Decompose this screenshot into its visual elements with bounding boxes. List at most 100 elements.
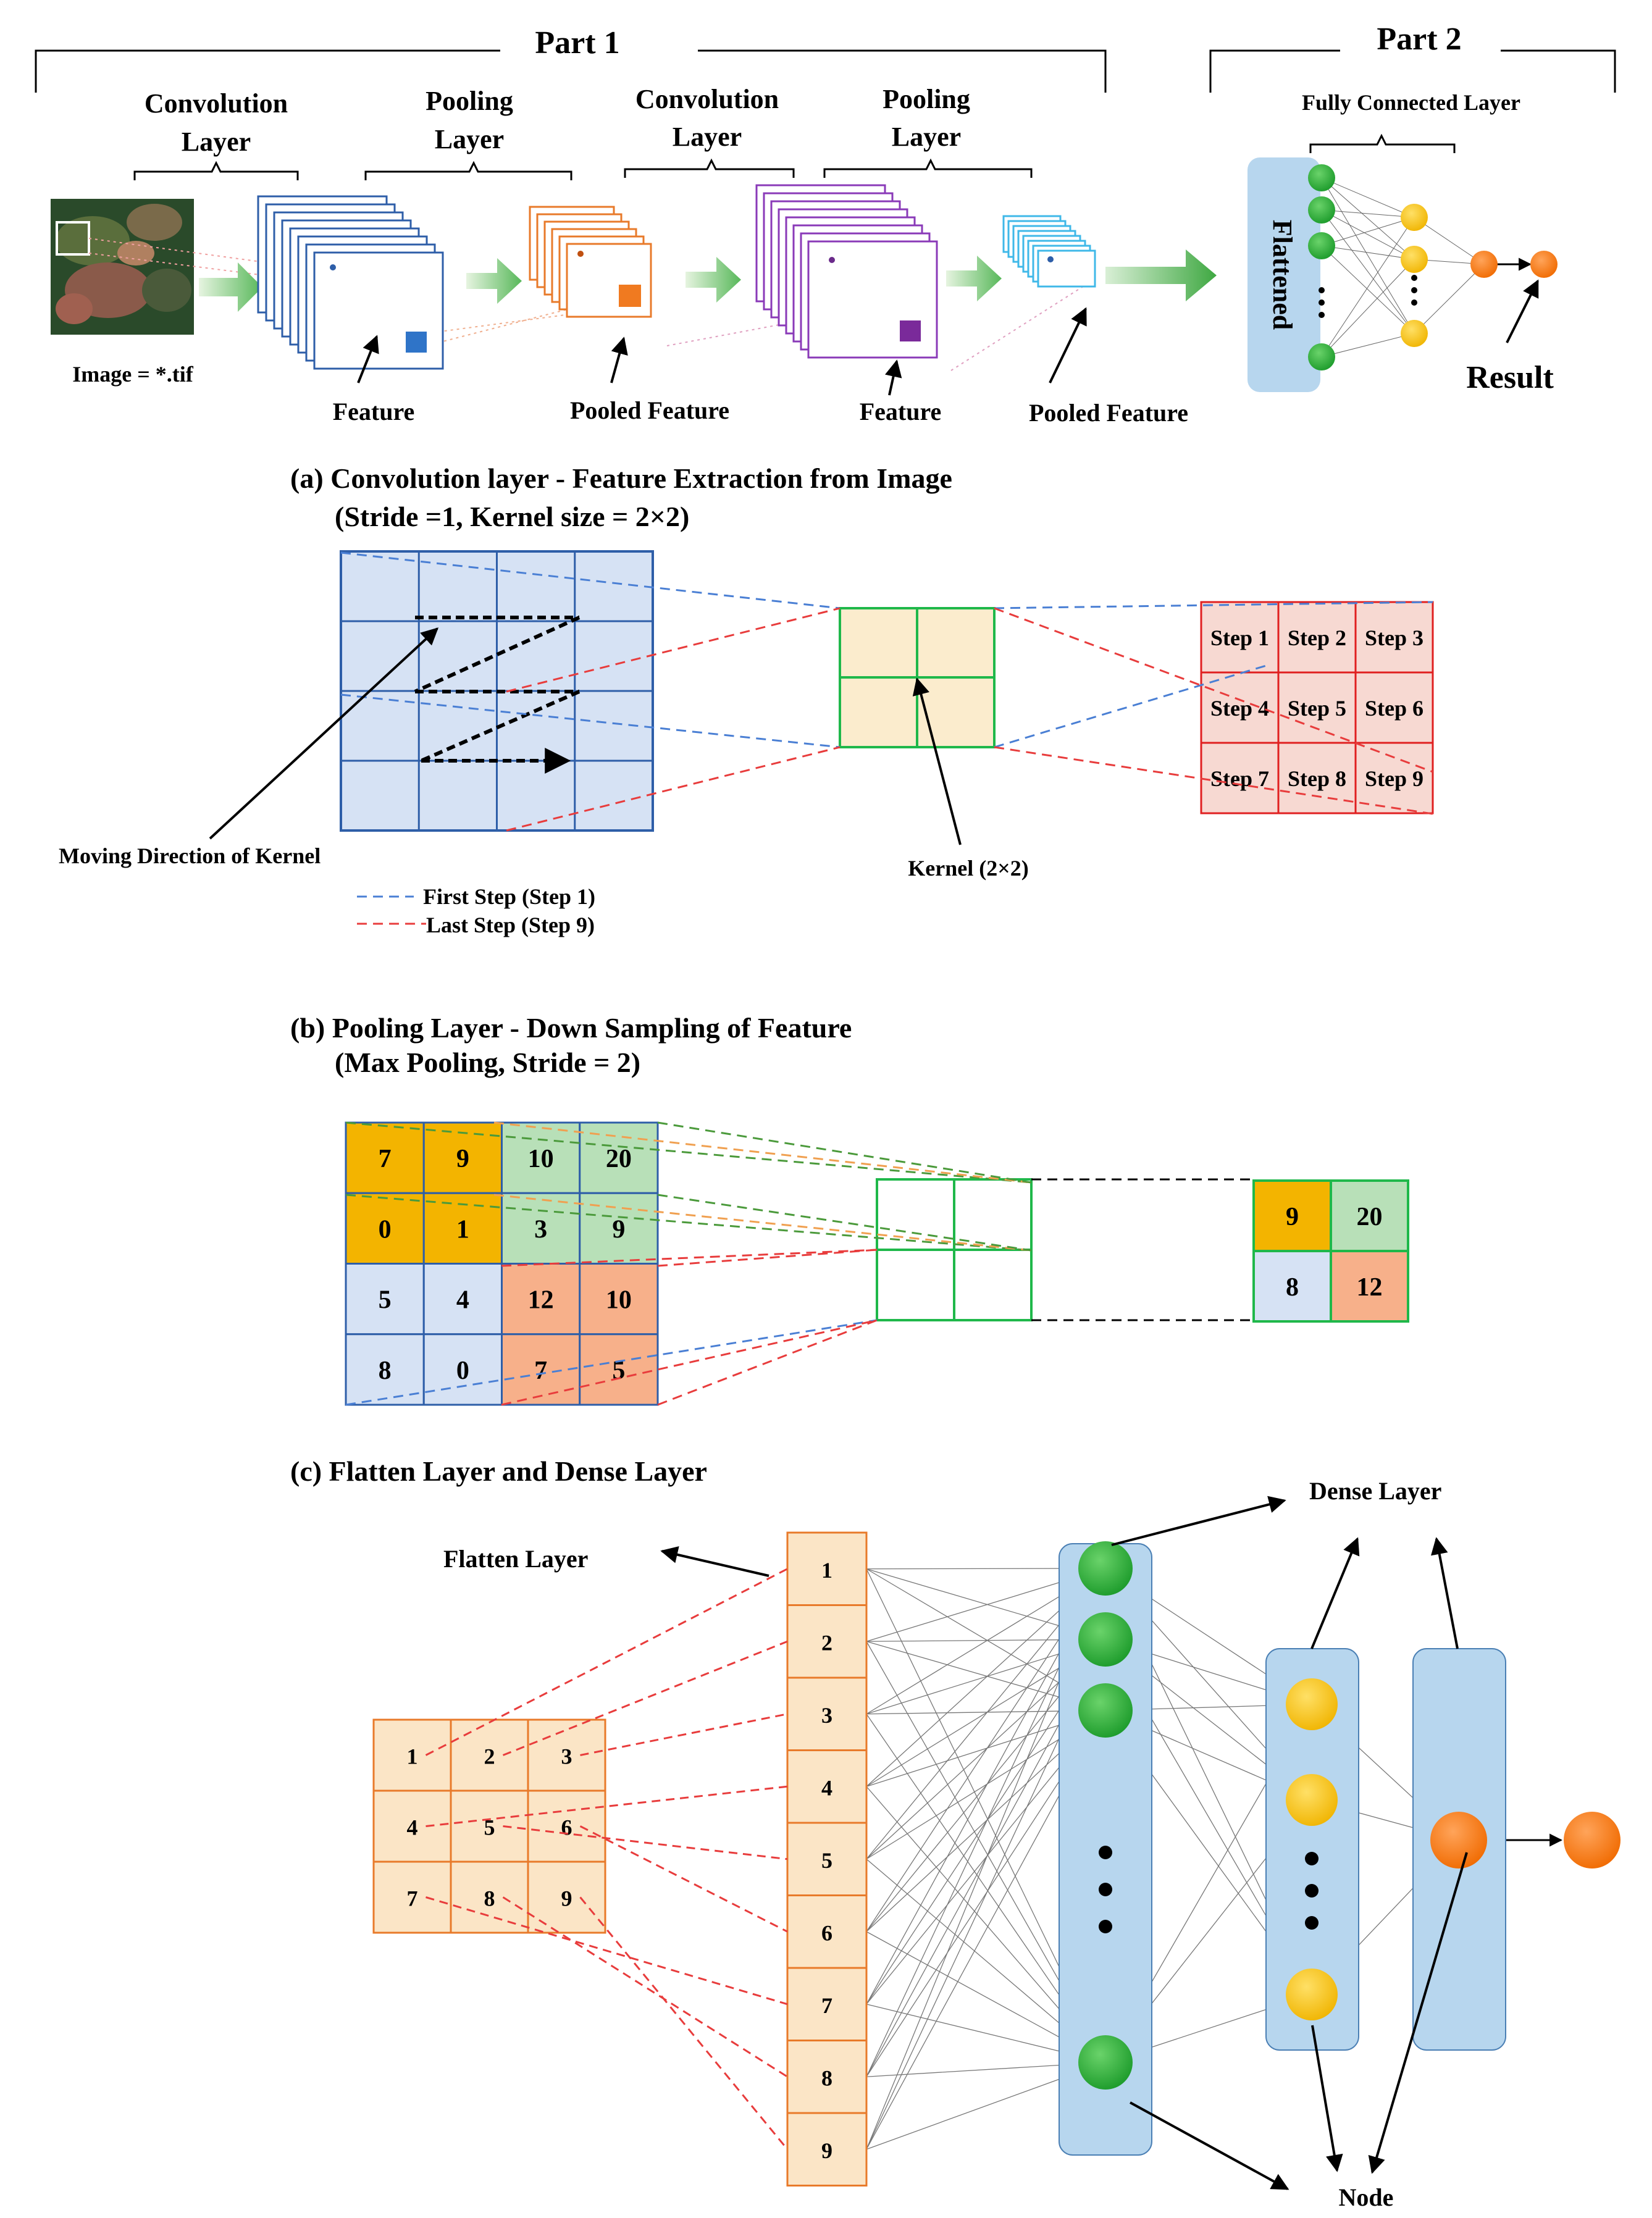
legend-last-step-label: Last Step (Step 9)	[426, 913, 595, 937]
part1-title: Part 1	[535, 25, 619, 61]
stack-output-square	[619, 285, 641, 307]
fc-ellipsis-dot	[1411, 287, 1417, 293]
fc-connection	[1321, 177, 1415, 334]
fc-connection	[1321, 177, 1415, 260]
step-cell-label: Step 7	[1210, 766, 1269, 791]
fc-connection	[1321, 245, 1415, 334]
part1-bracket	[35, 49, 1107, 93]
fc-connection	[1321, 217, 1415, 246]
ellipsis-dot	[1099, 1920, 1112, 1933]
pool-input-value: 8	[379, 1357, 392, 1385]
output-label-pooled-1: Pooled Feature	[570, 396, 729, 424]
result-pointer-arrow	[1506, 279, 1539, 343]
flatten-column-value: 8	[821, 2065, 832, 2090]
pool-window	[876, 1178, 1033, 1321]
fc-hidden-node	[1401, 204, 1428, 231]
flatten-grid-value: 2	[484, 1744, 495, 1769]
pool-input-value: 12	[528, 1286, 554, 1315]
fc-layer-label: Fully Connected Layer	[1302, 90, 1520, 115]
pool-input-value: 9	[612, 1215, 625, 1244]
stage4-label-line2: Layer	[892, 122, 961, 152]
pool-input-cell	[345, 1333, 425, 1406]
dense2-node	[1286, 1969, 1338, 2020]
legend-first-step-label: First Step (Step 1)	[423, 884, 595, 909]
dense-output-node	[1430, 1812, 1487, 1869]
pool-input-value: 3	[534, 1215, 547, 1244]
flatten-grid-value: 7	[407, 1886, 418, 1911]
dense-layer-pointers	[1111, 1496, 1459, 1649]
pool-output-value: 20	[1357, 1203, 1383, 1231]
pool-output-cell	[1252, 1250, 1332, 1323]
stack-layer	[1037, 249, 1096, 288]
pool-input-value: 7	[379, 1145, 392, 1173]
flatten-mapping-line	[579, 1896, 789, 2150]
fc-connection	[1321, 209, 1415, 218]
moving-direction-label: Moving Direction of Kernel	[59, 843, 321, 868]
section-a-title: (a) Convolution layer - Feature Extracti…	[290, 462, 952, 494]
flatten-column-cell	[786, 1967, 868, 2041]
dense1-node	[1078, 1612, 1133, 1667]
node-pointers	[1130, 1852, 1468, 2190]
flatten-column-value: 2	[821, 1630, 832, 1655]
part2-bracket	[1209, 49, 1616, 93]
pool-input-value: 10	[528, 1145, 554, 1173]
pool-input-value: 1	[456, 1215, 469, 1244]
flatten-grid-value: 4	[407, 1815, 418, 1840]
fc-output-node	[1530, 251, 1558, 278]
stage2-label-line2: Layer	[435, 124, 504, 154]
kernel-grid	[839, 607, 996, 748]
fc-ellipsis-dot	[1319, 312, 1325, 318]
flatten-grid-cell	[372, 1789, 452, 1863]
fc-connection	[1321, 209, 1415, 334]
pool-output-value: 8	[1286, 1273, 1299, 1302]
pool-output-value: 12	[1357, 1273, 1383, 1302]
step-cell-label: Step 5	[1288, 696, 1346, 721]
flatten-column-value: 6	[821, 1920, 832, 1945]
flatten-grid-value: 8	[484, 1886, 495, 1911]
flatten-grid-cell	[372, 1860, 452, 1934]
fc-connection	[1414, 217, 1485, 265]
flatten-mapping-line	[426, 1896, 788, 2006]
dense-nodes	[1078, 1541, 1621, 2090]
ellipsis-dot	[1099, 1883, 1112, 1896]
fc-output-node	[1470, 251, 1498, 278]
pool-input-value: 4	[456, 1286, 469, 1315]
ellipsis-dot	[1305, 1884, 1319, 1898]
flattened-panel	[1247, 157, 1320, 392]
stage2-label-line1: Pooling	[426, 86, 513, 116]
pool-input-value: 0	[456, 1357, 469, 1385]
pool-output-cell	[1330, 1250, 1409, 1323]
pool-input-cell	[422, 1333, 503, 1406]
fc-hidden-node	[1401, 246, 1428, 273]
output-label-feature-2: Feature	[860, 398, 942, 425]
output-label-pooled-2: Pooled Feature	[1029, 399, 1188, 427]
dense1-node	[1078, 1541, 1133, 1596]
pool-input-cell	[579, 1263, 659, 1336]
flatten-mapping-line	[426, 1785, 788, 1827]
flatten-column-value: 4	[821, 1775, 832, 1800]
output-label-feature-1: Feature	[333, 398, 415, 425]
step-cell-label: Step 3	[1365, 626, 1423, 650]
step-grid-frame	[1200, 601, 1434, 814]
pool-input-value: 5	[379, 1286, 392, 1315]
pool-input-value: 7	[534, 1357, 547, 1385]
flatten-grid-value: 5	[484, 1815, 495, 1840]
feature-stack-2	[755, 184, 938, 359]
fc-mini-network	[1308, 164, 1558, 370]
dense2-node	[1286, 1774, 1338, 1826]
pooled-stack-1	[529, 206, 652, 318]
pool-input-cell	[422, 1121, 503, 1194]
pool-input-value: 9	[456, 1145, 469, 1173]
stage1-label-line1: Convolution	[145, 88, 288, 119]
part2-title: Part 2	[1377, 22, 1461, 57]
flatten-mapping-line	[503, 1825, 788, 1860]
step-cell-label: Step 6	[1365, 696, 1423, 721]
step-cell-label: Step 8	[1288, 766, 1346, 791]
flatten-layer-pointer	[660, 1546, 769, 1577]
pool-input-value: 5	[612, 1357, 625, 1385]
pool-input-cell	[501, 1263, 581, 1336]
